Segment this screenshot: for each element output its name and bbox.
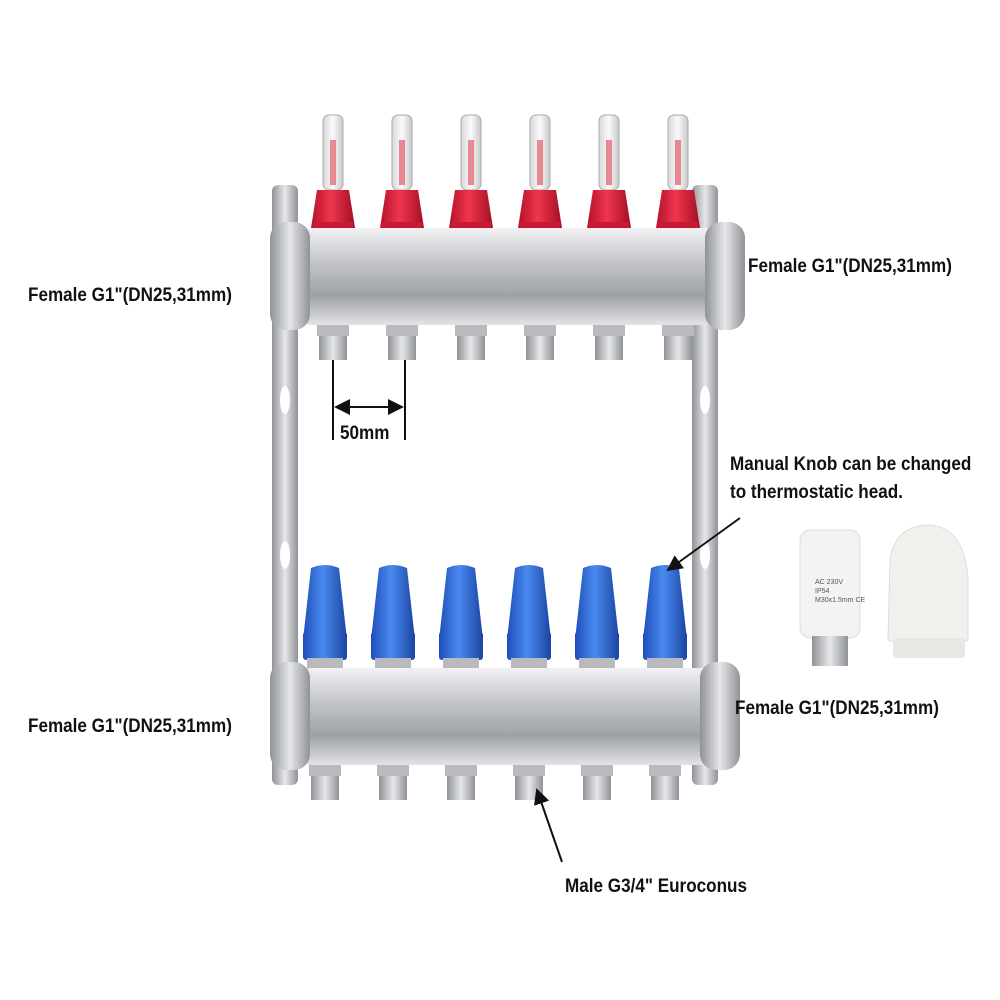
flowmeter-red-cap	[518, 190, 562, 228]
manual-valve-blue-knob	[371, 565, 415, 640]
euroconus-outlet-fitting	[583, 776, 611, 800]
valve-knob-base	[643, 632, 687, 660]
label-knob-note-1: Manual Knob can be changed	[730, 454, 972, 475]
label-knob-note-2: to thermostatic head.	[730, 482, 903, 503]
manual-valve-blue-knob	[303, 565, 347, 640]
outlet-nut	[309, 762, 341, 776]
actuator-knurled-ring	[812, 636, 848, 666]
top-end-clamp-left	[270, 222, 310, 330]
top-end-clamp-right	[705, 222, 745, 330]
manual-valve-blue-knob	[643, 565, 687, 640]
valve-knob-base	[507, 632, 551, 660]
euroconus-outlet-fitting	[379, 776, 407, 800]
return-manifold-bar	[300, 668, 720, 765]
euroconus-outlet-fitting	[595, 336, 623, 360]
outlet-nut	[513, 762, 545, 776]
label-inlet-top-right: Female G1"(DN25,31mm)	[748, 256, 952, 277]
flowmeter-red-cap	[449, 190, 493, 228]
flowmeter-indicator	[606, 140, 612, 185]
rail-slot	[280, 541, 290, 569]
outlet-nut	[593, 322, 625, 336]
valve-knob-base	[439, 632, 483, 660]
label-inlet-top-left: Female G1"(DN25,31mm)	[28, 285, 232, 306]
actuator-thread: M30x1.5mm CE	[815, 597, 866, 604]
outlet-nut	[386, 322, 418, 336]
euroconus-outlet-fitting	[664, 336, 692, 360]
flowmeter-red-cap	[587, 190, 631, 228]
right-bracket-rail	[692, 185, 718, 785]
euroconus-outlet-fitting	[526, 336, 554, 360]
flowmeter-indicator	[399, 140, 405, 185]
manual-valve-blue-knob	[439, 565, 483, 640]
flowmeter-red-cap	[656, 190, 700, 228]
outlet-nut	[455, 322, 487, 336]
label-outlet: Male G3/4" Euroconus	[565, 876, 748, 897]
rail-slot	[700, 541, 710, 569]
rail-slot	[280, 386, 290, 414]
outlet-nut	[445, 762, 477, 776]
actuator-voltage: AC 230V	[815, 579, 844, 586]
euroconus-outlet-fitting	[388, 336, 416, 360]
thermostatic-actuator-2	[887, 524, 969, 651]
rail-slot	[700, 386, 710, 414]
outlet-nut	[317, 322, 349, 336]
bottom-end-clamp-left	[270, 662, 310, 770]
euroconus-outlet-fitting	[651, 776, 679, 800]
label-inlet-bottom-left: Female G1"(DN25,31mm)	[28, 716, 232, 737]
outlet-nut	[377, 762, 409, 776]
supply-manifold-bar	[300, 228, 720, 325]
flowmeter-indicator	[537, 140, 543, 185]
valve-knob-base	[371, 632, 415, 660]
flowmeter-red-cap	[380, 190, 424, 228]
valve-knob-base	[575, 632, 619, 660]
flowmeter-indicator	[330, 140, 336, 185]
label-spacing: 50mm	[340, 423, 390, 444]
manual-valve-blue-knob	[507, 565, 551, 640]
euroconus-outlet-fitting	[319, 336, 347, 360]
euroconus-outlet-fitting	[311, 776, 339, 800]
label-inlet-bottom-right: Female G1"(DN25,31mm)	[735, 698, 939, 719]
manual-valve-blue-knob	[575, 565, 619, 640]
knob-callout-arrow	[666, 517, 741, 572]
euroconus-outlet-fitting	[457, 336, 485, 360]
flowmeter-indicator	[675, 140, 681, 185]
flowmeter-indicator	[468, 140, 474, 185]
outlet-nut	[524, 322, 556, 336]
actuator-base-ring	[893, 638, 965, 658]
actuator-ip-rating: IP54	[815, 588, 830, 595]
outlet-callout-arrow	[534, 788, 563, 863]
valve-knob-base	[303, 632, 347, 660]
flowmeter-red-cap	[311, 190, 355, 228]
outlet-nut	[662, 322, 694, 336]
euroconus-outlet-fitting	[447, 776, 475, 800]
bottom-end-clamp-right	[700, 662, 740, 770]
outlet-nut	[581, 762, 613, 776]
actuator-spec-text: AC 230V IP54 M30x1.5mm CE	[815, 578, 865, 605]
outlet-nut	[649, 762, 681, 776]
left-bracket-rail	[272, 185, 298, 785]
